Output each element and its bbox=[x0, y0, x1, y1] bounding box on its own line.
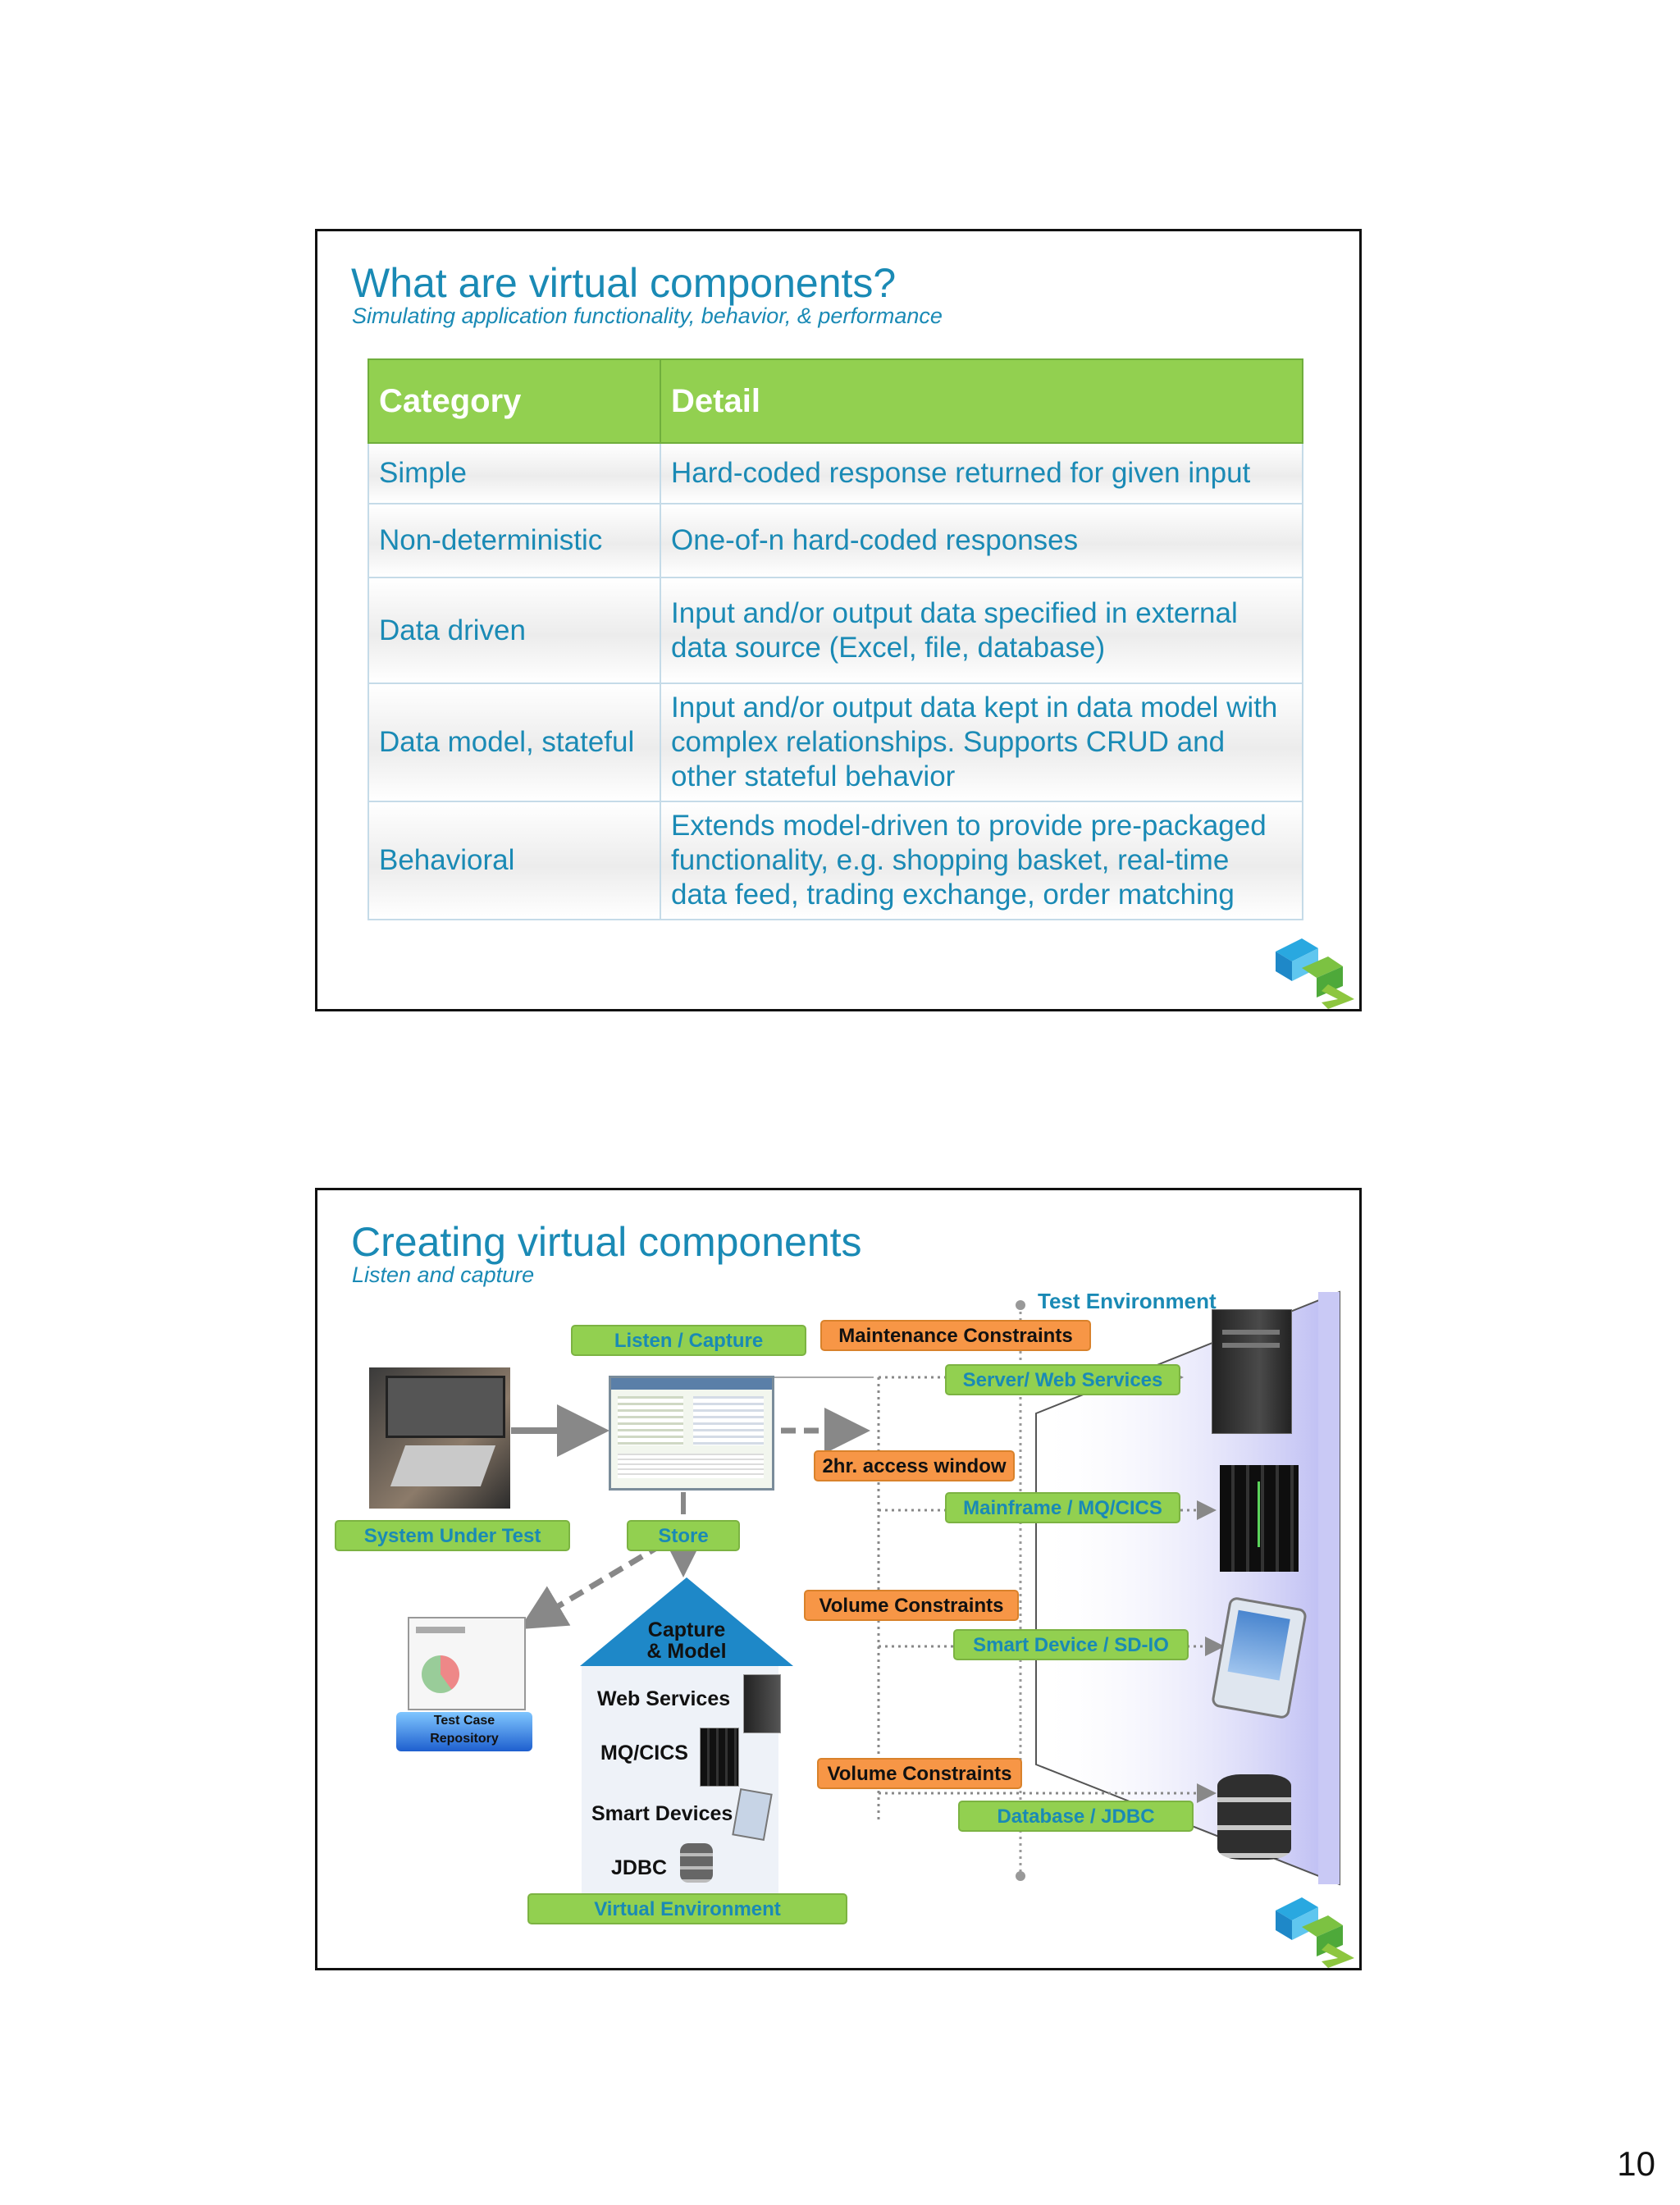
detail-line: Input and/or output data specified in ex… bbox=[671, 596, 1238, 629]
detail-line: complex relationships. Supports CRUD and bbox=[671, 726, 1226, 758]
drive-bay bbox=[1222, 1330, 1280, 1335]
database-label: Database / JDBC bbox=[958, 1801, 1194, 1832]
detail-line: data source (Excel, file, database) bbox=[671, 631, 1106, 664]
pie-icon bbox=[422, 1655, 459, 1693]
slide-creating-virtual-components: Creating virtual components Listen and c… bbox=[315, 1188, 1362, 1970]
listen-capture-label: Listen / Capture bbox=[571, 1325, 806, 1356]
mainframe-icon bbox=[700, 1728, 739, 1787]
system-under-test-photo bbox=[369, 1367, 510, 1509]
database-icon bbox=[680, 1843, 713, 1883]
screen-header-bar bbox=[416, 1627, 465, 1633]
slide-title: What are virtual components? bbox=[351, 260, 897, 306]
detail-cell: One-of-n hard-coded responses bbox=[660, 503, 1303, 578]
drive-bay bbox=[1222, 1343, 1280, 1348]
table-header-row: Category Detail bbox=[368, 358, 1303, 444]
screen-content-bottom bbox=[618, 1454, 764, 1478]
mainframe-label: Mainframe / MQ/CICS bbox=[945, 1492, 1180, 1523]
company-logo-icon bbox=[1276, 1897, 1354, 1968]
repository-label-line: Test Case bbox=[433, 1714, 495, 1728]
detail-line: other stateful behavior bbox=[671, 760, 956, 792]
access-window-label: 2hr. access window bbox=[814, 1450, 1015, 1481]
detail-line: data feed, trading exchange, order match… bbox=[671, 879, 1235, 911]
server-web-services-label: Server/ Web Services bbox=[945, 1364, 1180, 1395]
detail-cell: Hard-coded response returned for given i… bbox=[660, 442, 1303, 504]
virtual-web-services-label: Web Services bbox=[597, 1687, 731, 1710]
category-cell: Simple bbox=[368, 442, 661, 504]
repository-screen bbox=[408, 1617, 526, 1710]
detail-line: Hard-coded response returned for given i… bbox=[671, 457, 1251, 489]
slide-subtitle: Simulating application functionality, be… bbox=[352, 304, 943, 328]
screen-content-left bbox=[618, 1396, 683, 1445]
virtual-environment-label: Virtual Environment bbox=[527, 1893, 847, 1924]
category-cell: Non-deterministic bbox=[368, 503, 661, 578]
maintenance-constraints-label: Maintenance Constraints bbox=[820, 1320, 1091, 1351]
column-header-detail: Detail bbox=[660, 358, 1303, 444]
capture-model-label: Capture & Model bbox=[637, 1619, 736, 1662]
capture-tool-screen bbox=[609, 1376, 774, 1491]
store-label: Store bbox=[627, 1520, 740, 1551]
page-number: 10 bbox=[1617, 2144, 1655, 2183]
mainframe-icon bbox=[1220, 1465, 1299, 1572]
virtual-jdbc-label: JDBC bbox=[611, 1856, 668, 1879]
slide-subtitle: Listen and capture bbox=[352, 1262, 535, 1287]
column-header-category: Category bbox=[368, 358, 661, 444]
capture-model-line: Capture bbox=[647, 1618, 726, 1641]
category-cell: Data model, stateful bbox=[368, 682, 661, 802]
detail-line: One-of-n hard-coded responses bbox=[671, 524, 1079, 556]
keyboard-icon bbox=[390, 1445, 496, 1486]
slide-virtual-components: What are virtual components? Simulating … bbox=[315, 229, 1362, 1011]
category-cell: Behavioral bbox=[368, 801, 661, 920]
detail-cell: Extends model-driven to provide pre-pack… bbox=[660, 801, 1303, 920]
detail-cell: Input and/or output data kept in data mo… bbox=[660, 682, 1303, 802]
table-row: Simple Hard-coded response returned for … bbox=[368, 442, 1303, 504]
volume-constraints-label: Volume Constraints bbox=[804, 1590, 1019, 1621]
detail-line: Extends model-driven to provide pre-pack… bbox=[671, 810, 1267, 842]
server-tower-icon bbox=[743, 1674, 781, 1733]
detail-line: functionality, e.g. shopping basket, rea… bbox=[671, 844, 1230, 876]
virtual-smart-devices-label: Smart Devices bbox=[591, 1802, 733, 1825]
capture-model-line: & Model bbox=[646, 1640, 727, 1663]
screen-content-right bbox=[693, 1396, 764, 1445]
volume-constraints-label: Volume Constraints bbox=[817, 1758, 1022, 1789]
table-row: Data model, stateful Input and/or output… bbox=[368, 682, 1303, 802]
category-table: Category Detail Simple Hard-coded respon… bbox=[368, 358, 1303, 920]
virtual-mq-cics-label: MQ/CICS bbox=[600, 1742, 688, 1764]
detail-line: Input and/or output data kept in data mo… bbox=[671, 692, 1278, 724]
system-under-test-label: System Under Test bbox=[335, 1520, 570, 1551]
company-logo-icon bbox=[1276, 938, 1354, 1009]
test-case-repository-label: Test Case Repository bbox=[396, 1712, 532, 1751]
table-row: Non-deterministic One-of-n hard-coded re… bbox=[368, 503, 1303, 578]
database-icon bbox=[1217, 1774, 1291, 1860]
repository-label-line: Repository bbox=[430, 1732, 499, 1746]
detail-cell: Input and/or output data specified in ex… bbox=[660, 577, 1303, 684]
slide-title: Creating virtual components bbox=[351, 1219, 862, 1265]
smart-device-label: Smart Device / SD-IO bbox=[953, 1629, 1189, 1660]
table-row: Behavioral Extends model-driven to provi… bbox=[368, 801, 1303, 920]
status-light bbox=[1258, 1481, 1260, 1547]
table-row: Data driven Input and/or output data spe… bbox=[368, 577, 1303, 684]
device-screen bbox=[1227, 1609, 1290, 1681]
server-tower-icon bbox=[1212, 1309, 1292, 1434]
category-cell: Data driven bbox=[368, 577, 661, 684]
monitor-icon bbox=[386, 1376, 505, 1438]
test-environment-label: Test Environment bbox=[1038, 1289, 1217, 1313]
window-titlebar bbox=[611, 1378, 772, 1390]
